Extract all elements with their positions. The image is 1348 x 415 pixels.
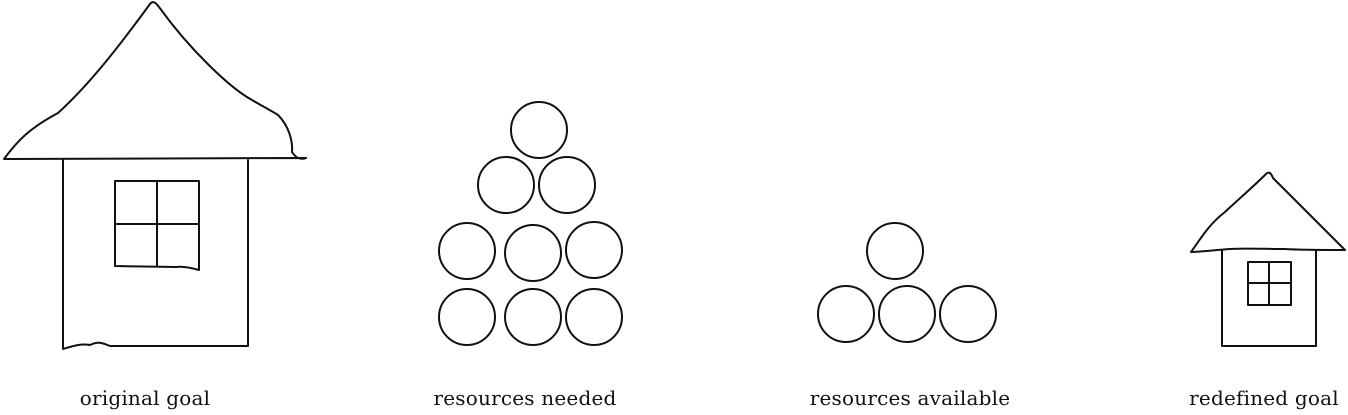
resource-circle (438, 222, 496, 280)
resource-circle (477, 156, 535, 214)
original-goal-house (3, 1, 307, 350)
resource-circle (504, 288, 562, 346)
resource-circle (504, 224, 562, 282)
resource-circle (565, 288, 623, 346)
original-goal-roof (3, 1, 307, 160)
resource-circle (878, 285, 936, 343)
caption-resources-needed: resources needed (433, 386, 617, 410)
resource-circle (565, 221, 623, 279)
resource-circle (817, 285, 875, 343)
redefined-goal-walls (1221, 249, 1317, 347)
original-goal-window (114, 180, 200, 271)
resource-circle (939, 285, 997, 343)
resource-circle (866, 222, 924, 280)
caption-redefined-goal: redefined goal (1189, 386, 1339, 410)
original-goal-walls (62, 159, 249, 350)
redefined-goal-window (1247, 261, 1292, 306)
resources-needed-group (438, 101, 623, 346)
caption-resources-available: resources available (809, 386, 1011, 410)
caption-original-goal: original goal (79, 386, 211, 410)
resource-circle (438, 288, 496, 346)
redefined-goal-roof (1190, 171, 1346, 253)
resource-circle (538, 156, 596, 214)
resources-available-group (817, 222, 997, 343)
redefined-goal-house (1190, 171, 1346, 347)
resource-circle (510, 101, 568, 159)
